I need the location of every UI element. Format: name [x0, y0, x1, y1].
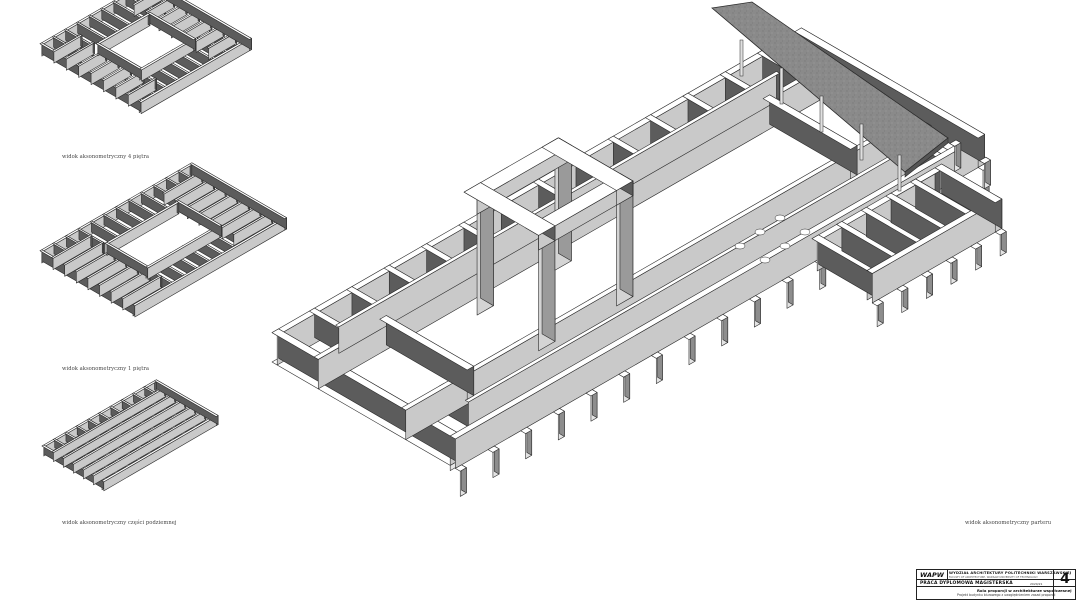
skylight [774, 214, 786, 222]
roof-slab [711, 1, 949, 192]
skylight [754, 228, 766, 236]
axonometry-ground-annex [811, 163, 1007, 328]
roof-post [897, 154, 902, 192]
axonometry-floor-4 [39, 0, 252, 114]
roof-post [779, 67, 784, 105]
caption-floor-4: widok aksonometryczny 4 piętra [62, 154, 150, 160]
academic-year: 2020/21 [1030, 582, 1043, 586]
skylight [734, 242, 746, 250]
axonometry-ground-floor [271, 27, 991, 497]
axonometry-basement [41, 379, 219, 492]
roof-post [819, 95, 824, 133]
faculty-name-en: FACULTY OF ARCHITECTURE, WARSAW UNIVERSI… [949, 575, 1038, 579]
thesis-title: Rola proporcji w architekturze współczes… [977, 587, 1072, 593]
roof-post [739, 39, 744, 77]
skylight [779, 242, 791, 250]
courtyard-skylights [734, 214, 811, 264]
axonometry-floor-1 [39, 162, 287, 318]
thesis-type: PRACA DYPLOMOWA MAGISTERSKA [920, 580, 1013, 586]
skylight [759, 256, 771, 264]
roof-slab-edge [904, 137, 949, 178]
sheet-number: 4 [1060, 571, 1070, 587]
faculty-logo: WAPW [920, 571, 944, 579]
title-block: WAPW WYDZIAŁ ARCHITEKTURY POLITECHNIKI W… [916, 569, 1076, 600]
roof-post [859, 123, 864, 161]
thesis-subtitle: Projekt budynku biurowego z uwzględnieni… [957, 592, 1056, 597]
caption-ground-floor: widok aksonometryczny parteru [965, 520, 1052, 526]
caption-basement: widok aksonometryczny części podziemnej [62, 520, 177, 526]
faculty-name: WYDZIAŁ ARCHITEKTURY POLITECHNIKI WARSZA… [949, 571, 1072, 575]
caption-floor-1: widok aksonometryczny 1 piętra [62, 366, 150, 372]
skylight [799, 228, 811, 236]
